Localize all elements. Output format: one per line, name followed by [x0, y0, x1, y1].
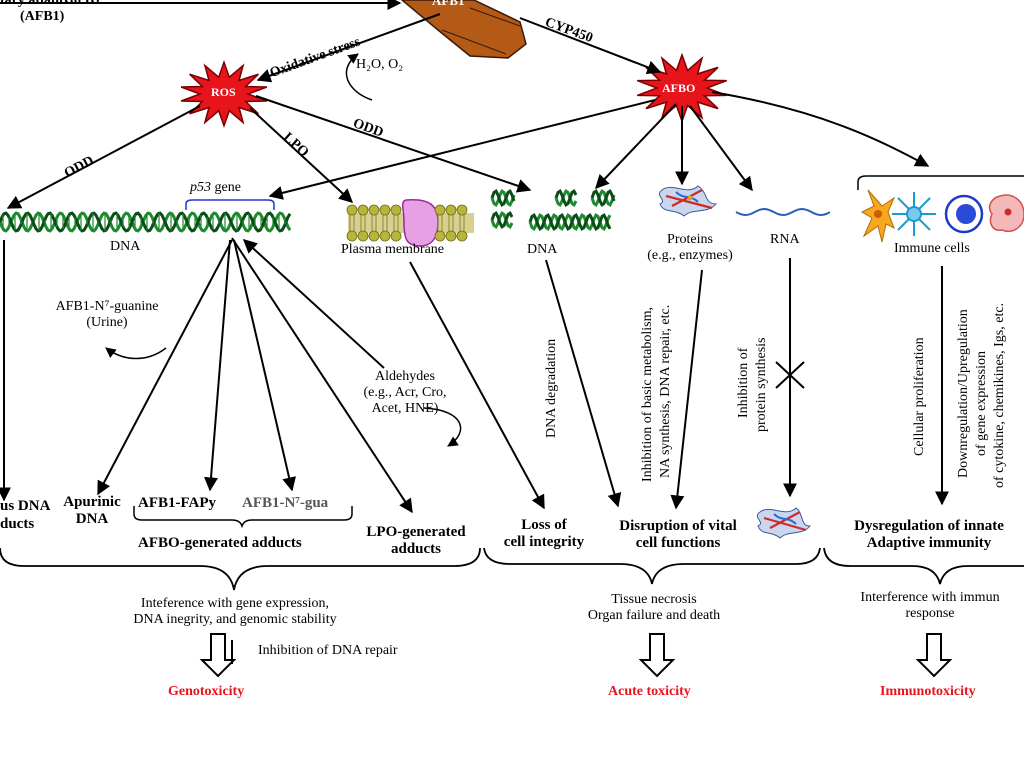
loss-integrity-line1: Loss of: [521, 517, 567, 533]
tissue-line2: Organ failure and death: [587, 608, 721, 624]
immune-cells-bracket: [857, 175, 1024, 190]
apurinic-line1: Apurinic: [63, 494, 121, 510]
tissue-necrosis-label: Tissue necrosis Organ failure and death: [554, 592, 754, 624]
disruption-vital-functions-label: Disruption of vital cell functions: [600, 518, 756, 553]
apurinic-line2: DNA: [75, 511, 109, 528]
cellular-proliferation-label: Cellular proliferation: [912, 337, 927, 456]
oxidative-dna-adducts-line1: us DNA: [0, 498, 51, 514]
lymphocyte-icon: [944, 194, 984, 234]
block-x-icon: [775, 361, 805, 389]
immune-cells-label: Immune cells: [894, 241, 970, 256]
acute-toxicity-label: Acute toxicity: [608, 684, 691, 699]
afb1-label: AFB1: [432, 0, 465, 8]
top-arrows: [0, 0, 930, 209]
interference-gene-expression-label: Inteference with gene expression, DNA in…: [80, 596, 390, 628]
immunotoxicity-label: Immunotoxicity: [880, 684, 976, 699]
p53-bracket: [185, 199, 275, 210]
genotoxicity-label: Genotoxicity: [168, 684, 245, 699]
plasma-membrane-icon: [346, 198, 474, 247]
dysregulation-line1: Dysregulation of innate: [854, 518, 1004, 534]
ros-burst-icon: [180, 60, 268, 128]
apurinic-dna-label: Apurinic DNA: [50, 494, 134, 529]
proteins-label: Proteins (e.g., enzymes): [630, 232, 750, 264]
interference-immune-label: Interference with immun response: [836, 590, 1024, 622]
oxidative-dna-adducts-line2: ducts: [0, 516, 35, 532]
lpo-generated-line1: LPO-generated: [366, 524, 466, 540]
down-arrow-icon: [915, 633, 953, 678]
aldehydes-line3: Acet, HNE): [371, 401, 439, 417]
rna-label: RNA: [770, 232, 800, 247]
afbo-adducts-bracket: [133, 506, 353, 529]
lpo-generated-adducts-label: LPO-generated adducts: [352, 524, 480, 559]
inhibition-dna-repair-label: Inhibition of DNA repair: [258, 643, 398, 658]
protein-structure-icon: [658, 185, 718, 217]
dendritic-cell-icon: [892, 192, 936, 236]
inhibition-protein-line2: protein synthesis: [754, 337, 769, 433]
rna-strand-icon: [735, 207, 831, 217]
afbo-generated-adducts-label: AFBO-generated adducts: [138, 535, 302, 551]
disruption-line2: cell functions: [635, 535, 721, 552]
dysregulation-line2: Adaptive immunity: [866, 535, 992, 552]
tissue-line1: Tissue necrosis: [611, 592, 697, 607]
down-arrow-icons: [199, 633, 953, 678]
afb1-n7-gua-label: AFB1-N⁷-gua: [242, 495, 329, 511]
down-arrow-icon: [199, 633, 237, 678]
protein-structure-small-icon: [756, 507, 812, 539]
lower-arrows: [0, 237, 949, 514]
interference-immune-line1: Interference with immun: [860, 590, 1000, 605]
proteins-label-line2: (e.g., enzymes): [647, 248, 733, 264]
source-label-line1: tary aflatoxin B1: [0, 0, 102, 8]
dna-degradation-label: DNA degradation: [544, 338, 559, 438]
p53-italic: p53: [190, 180, 211, 195]
aldehydes-line1: Aldehydes: [375, 369, 435, 384]
dna-mid-label: DNA: [527, 242, 558, 257]
loss-integrity-line2: cell integrity: [503, 534, 585, 551]
down-arrow-icon: [638, 633, 676, 678]
interference-gene-line2: DNA inegrity, and genomic stability: [133, 612, 337, 628]
outcome-braces: [0, 547, 1024, 591]
afb1-fapy-label: AFB1-FAPy: [138, 495, 217, 511]
immune-cell-icons: [860, 189, 1024, 243]
neuron-like-cell-icon: [860, 189, 896, 243]
dna-fragments-icon: [490, 189, 616, 231]
afb1-n7-guanine-line2: (Urine): [86, 315, 128, 331]
inhibition-metabolism-line2: NA synthesis, DNA repair, etc.: [658, 304, 673, 478]
dysregulation-immunity-label: Dysregulation of innate Adaptive immunit…: [834, 518, 1024, 553]
afbo-label: AFBO: [662, 81, 696, 95]
p53-gene-word: gene: [214, 180, 241, 195]
regulation-line1: Downregulation/Upregulation: [956, 309, 971, 478]
p53-gene-label: p53 gene: [190, 180, 241, 196]
afb1-n7-guanine-label: AFB1-N⁷-guanine (Urine): [32, 299, 182, 331]
ros-label: ROS: [211, 85, 236, 99]
loss-cell-integrity-label: Loss of cell integrity: [486, 517, 602, 552]
source-label-line2: (AFB1): [20, 9, 65, 24]
aldehydes-label: Aldehydes (e.g., Acr, Cro, Acet, HNE): [340, 369, 470, 417]
plasma-membrane-label: Plasma membrane: [341, 242, 445, 257]
interference-gene-line1: Inteference with gene expression,: [140, 596, 330, 611]
lpo-generated-line2: adducts: [390, 541, 442, 558]
proteins-label-line1: Proteins: [667, 232, 713, 247]
interference-immune-line2: response: [905, 606, 955, 622]
macrophage-icon: [988, 194, 1024, 232]
inhibition-protein-line1: Inhibition of: [736, 347, 751, 418]
regulation-line3: of cytokine, chemikines, Igs, etc.: [992, 302, 1007, 488]
dna-left-label: DNA: [110, 239, 141, 254]
inhibition-metabolism-line1: Inhibition of basic metabolism,: [640, 307, 655, 482]
afb1-n7-guanine-line1: AFB1-N⁷-guanine: [55, 299, 159, 314]
afb1-seed-icon: [400, 0, 527, 59]
dna-helix-icon: [0, 211, 292, 233]
disruption-line1: Disruption of vital: [619, 518, 737, 534]
h2o-o2-label: H₂O, O₂: [356, 57, 404, 72]
regulation-line2: of gene expression: [974, 351, 989, 456]
aldehydes-line2: (e.g., Acr, Cro,: [363, 385, 447, 401]
